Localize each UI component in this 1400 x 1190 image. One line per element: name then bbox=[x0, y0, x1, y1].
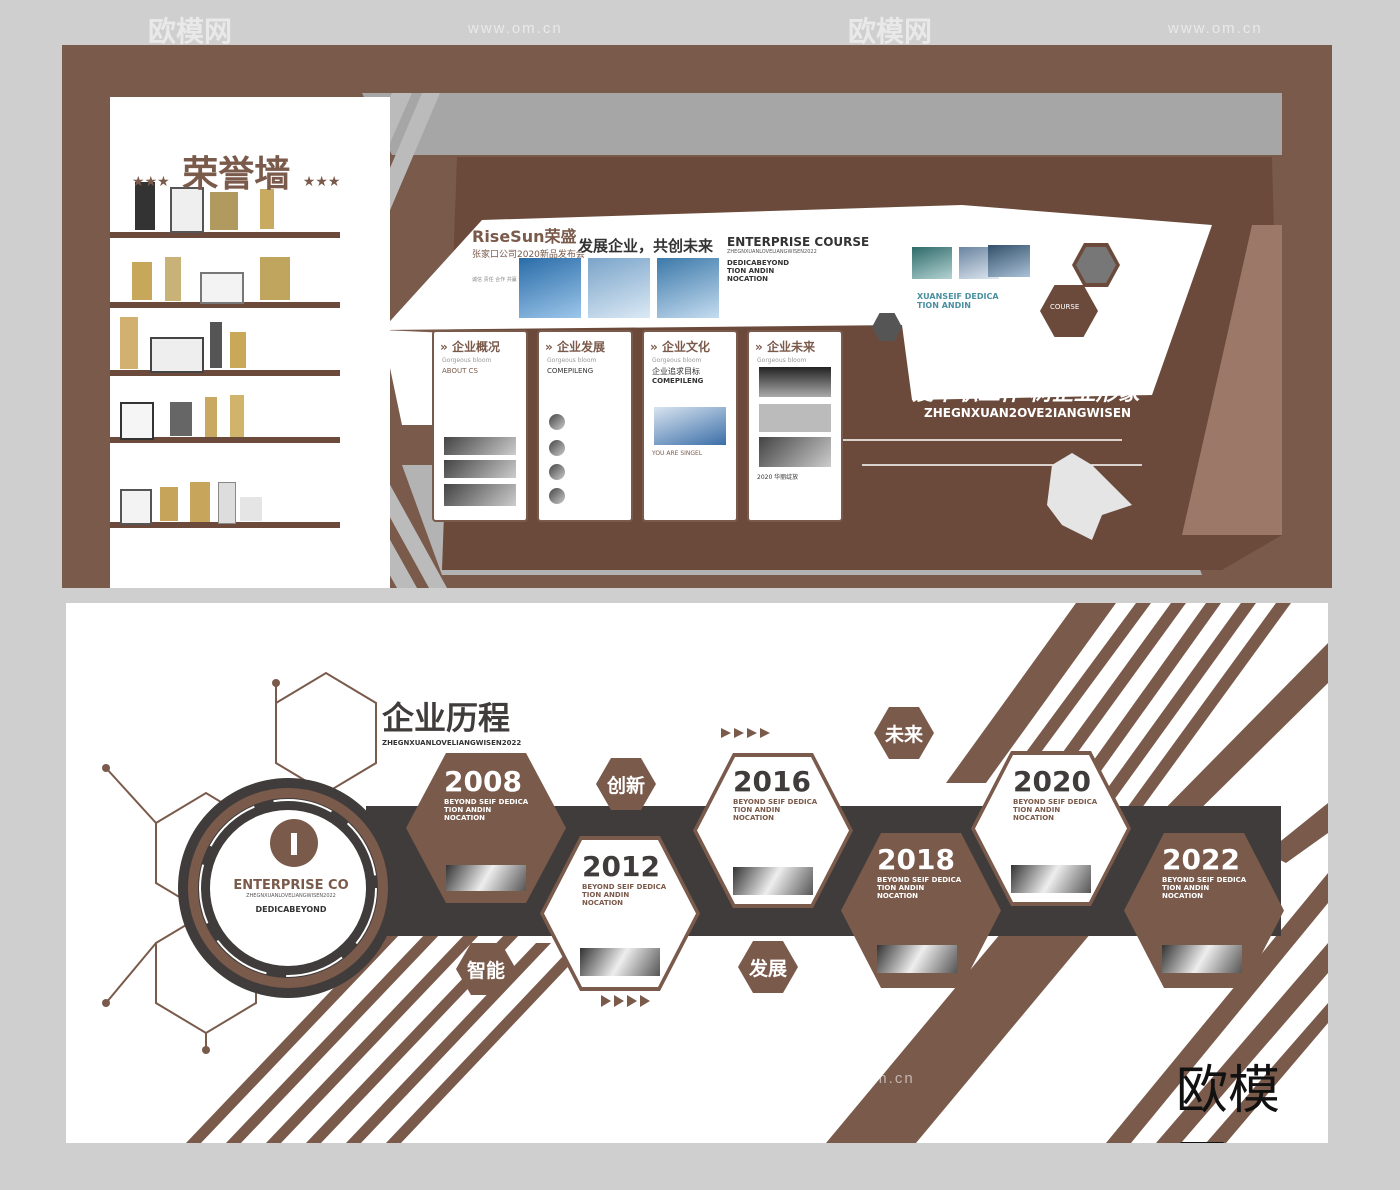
trophy-icon bbox=[240, 497, 262, 521]
photo-lamp bbox=[733, 867, 813, 895]
trophy-icon bbox=[132, 262, 152, 300]
photo-building bbox=[1011, 865, 1091, 893]
certificate-icon bbox=[120, 402, 154, 440]
trophy-icon bbox=[160, 487, 178, 521]
photo-tunnel bbox=[759, 367, 831, 397]
headline-cn: 发展企业，共创未来 bbox=[578, 237, 714, 255]
watermark-logo: 欧模网 bbox=[148, 16, 233, 47]
watermark-url: www.om.cn bbox=[1168, 20, 1263, 37]
photo-building bbox=[588, 258, 650, 318]
photo-glass bbox=[912, 247, 952, 279]
photo-spiral bbox=[759, 437, 831, 467]
info-card-future: » 企业未来 Gorgeous bloom 2020 华丽绽放 bbox=[747, 330, 843, 522]
trophy-shelf bbox=[110, 97, 390, 588]
info-card-development: » 企业发展 Gorgeous bloom COMEPILENG bbox=[537, 330, 633, 522]
plaque-icon bbox=[230, 395, 244, 437]
photo-building bbox=[1162, 945, 1242, 973]
info-card-culture: » 企业文化 Gorgeous bloom 企业追求目标 COMEPILENG … bbox=[642, 330, 738, 522]
photo-circle bbox=[549, 414, 565, 430]
milestone-2018: 2018 BEYOND SEIF DEDICA TION ANDIN NOCAT… bbox=[841, 833, 1001, 988]
photo-city bbox=[519, 258, 581, 318]
certificate-icon bbox=[120, 489, 152, 525]
certificate-icon bbox=[150, 337, 204, 373]
plaque-icon bbox=[190, 482, 210, 522]
history-title: 企业历程 ZHEGNXUANLOVELIANGWISEN2022 bbox=[382, 699, 522, 747]
certificate-icon bbox=[170, 187, 204, 233]
photo-circle bbox=[549, 488, 565, 504]
trophy-icon bbox=[260, 257, 290, 300]
photo-stone bbox=[877, 945, 957, 973]
photo-architecture bbox=[654, 407, 726, 445]
trophy-icon bbox=[135, 182, 155, 230]
certificate-icon bbox=[200, 272, 244, 304]
photo-feather bbox=[444, 484, 516, 506]
trophy-icon bbox=[230, 332, 246, 368]
photo-circle bbox=[549, 440, 565, 456]
slogan-cn: 爱本职工作 树企业形象 bbox=[912, 381, 1140, 406]
trophy-icon bbox=[210, 192, 238, 230]
tag-innovation: 创新 bbox=[596, 758, 656, 810]
trophy-icon bbox=[260, 189, 274, 229]
history-panel: 企业历程 ZHEGNXUANLOVELIANGWISEN2022 ENTERPR… bbox=[66, 603, 1328, 1143]
photo-stone bbox=[444, 437, 516, 455]
photo-circle bbox=[549, 464, 565, 480]
trophy-icon bbox=[165, 257, 181, 301]
photo-building bbox=[657, 258, 719, 318]
tag-smart: 智能 bbox=[456, 943, 516, 995]
emblem: ENTERPRISE CO ZHEGNXUANLOVELIANGWISEN202… bbox=[233, 878, 349, 914]
watermark-logo: 欧模网 bbox=[848, 16, 933, 47]
plaque-icon bbox=[120, 317, 138, 369]
photo-gray bbox=[759, 404, 831, 432]
watermark-url: www.om.cn bbox=[468, 20, 563, 37]
right-section-title: XUANSEIF DEDICA TION ANDIN bbox=[917, 292, 999, 310]
honor-wall-title: ★★★ 荣誉墙 ★★★ bbox=[132, 154, 341, 195]
trophy-icon bbox=[210, 322, 222, 368]
tag-development: 发展 bbox=[738, 941, 798, 993]
company-logo: RiseSun荣盛 张家口公司2020新品发布会 诚信 责任 合作 共赢 创新 bbox=[472, 227, 585, 283]
corner-brand: 欧模网 bbox=[1176, 1061, 1281, 1143]
honor-wall-panel: ★★★ 荣誉墙 ★★★ RiseSun荣盛 张家口公司2020新品发布会 诚信 … bbox=[62, 45, 1332, 588]
plaque-icon bbox=[218, 482, 236, 524]
headline-en: ENTERPRISE COURSE ZHEGNXUANLOVELIANGWISE… bbox=[727, 235, 870, 283]
photo-feather bbox=[580, 948, 660, 976]
history-shapes bbox=[102, 603, 1328, 1143]
info-card-overview: » 企业概况 Gorgeous bloom ABOUT CS bbox=[432, 330, 528, 522]
photo-stone bbox=[446, 865, 526, 891]
photo-glass bbox=[988, 245, 1030, 277]
slogan-en: ZHEGNXUAN2OVE2IANGWISEN bbox=[924, 406, 1132, 420]
tag-future: 未来 bbox=[874, 707, 934, 759]
photo-stone bbox=[444, 460, 516, 478]
trophy-icon bbox=[170, 402, 192, 436]
hex-course-label: COURSE bbox=[1050, 303, 1080, 311]
trophy-icon bbox=[205, 397, 217, 437]
